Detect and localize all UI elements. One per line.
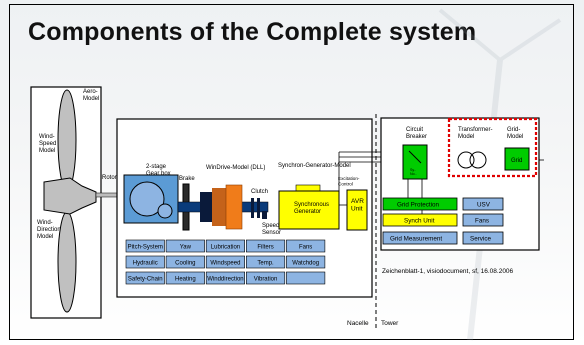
grid-protection-box [382,197,458,211]
control-cell [165,255,205,269]
grid-label: Grid [511,158,522,164]
grid-measurement-box [382,231,458,245]
rotor-label: Rotor [102,175,117,181]
control-cell [125,239,165,253]
control-cell [125,271,165,285]
windrive-stage-2 [212,188,226,226]
grid-protection-label: Grid Protection [397,202,439,209]
fans-label: Fans [475,218,489,225]
control-cell-label: Lubrication [211,244,240,250]
control-cell-label: Yaw [180,244,192,250]
grid-model-label: Grid-Model [507,127,523,140]
clutch-disc-2 [257,198,260,218]
control-cell [286,271,326,285]
slide-title: Components of the Complete system [28,18,477,46]
control-cell [205,271,245,285]
diagram-caption: Zeichenblatt-1, visiodocument, sf, 16.08… [382,268,514,275]
windrive-stage-1 [200,192,212,222]
circuit-breaker [402,144,428,180]
control-cell-label: Hydraulic [133,260,158,266]
control-cell [246,239,286,253]
grid-measurement-label: Grid Measurement [390,236,442,243]
clutch-label: Clutch [251,189,268,195]
synchronous-generator [278,190,340,230]
synchron-generator-model-label: Synchron-Generator-Model [278,163,351,169]
slide-frame [9,4,574,340]
excitation-control-label: Excitation-Control [338,176,360,186]
blade-bottom [57,211,77,313]
service-label: Service [470,236,491,243]
circuit-breaker-switch [408,150,422,164]
transformer-model-label: Transformer-Model [458,127,492,140]
control-cell [205,239,245,253]
control-cell-label: Vibration [254,276,278,282]
aero-model-label: Aero-Model [83,89,99,102]
control-cell-label: Fans [299,244,312,250]
circuit-breaker-synch-label: Sy..No.. [410,168,417,176]
control-cell-label: Windspeed [210,260,240,266]
control-cell [165,271,205,285]
usv-box [462,197,504,211]
grid-box [504,147,530,171]
gearbox-small-wheel [157,203,173,219]
gearbox-large-wheel [129,181,165,217]
brake-label: Brake [179,176,195,182]
control-cell-label: Temp. [257,260,274,266]
clutch-disc-1 [251,198,254,218]
speed-sensor-label: Speed-Sensor [262,223,281,236]
control-cell [246,255,286,269]
control-table: Pitch-System Yaw Lubrication Filters FansHyd… [125,239,326,285]
transformer-grid-highlight [447,117,538,178]
control-cell [286,239,326,253]
rotor-hub [43,177,97,215]
control-cell-label: Heating [175,276,196,282]
transformer-coil-left [457,151,475,169]
control-cell-label: Filters [257,244,273,250]
transformer-coil-right [469,151,487,169]
windrive-label: WinDrive-Model (DLL) [206,165,265,171]
grid-side-panel [380,117,540,251]
windrive-stage-3 [225,184,243,230]
control-cell [205,255,245,269]
nacelle-label: Nacelle [347,320,369,327]
control-cell-label: Safety-Chain [128,276,163,282]
speed-sensor-block [262,211,267,219]
synch-unit-label: Synch Unit [404,218,435,225]
synch-unit-box [382,213,458,227]
control-cell [246,271,286,285]
control-cell-label: Winddirection [207,276,243,282]
avr-unit [346,189,368,231]
control-cell [165,239,205,253]
blade-top [57,89,77,191]
usv-label: USV [477,202,491,209]
control-cell-label: Pitch-System [128,244,163,250]
control-cell [125,255,165,269]
tower-label: Tower [381,320,399,327]
generator-top-tab [295,184,321,192]
fans-box [462,213,504,227]
control-cell [286,255,326,269]
control-cell-label: Cooling [175,260,195,266]
service-box [462,231,504,245]
control-cell-label: Watchdog [292,260,319,266]
